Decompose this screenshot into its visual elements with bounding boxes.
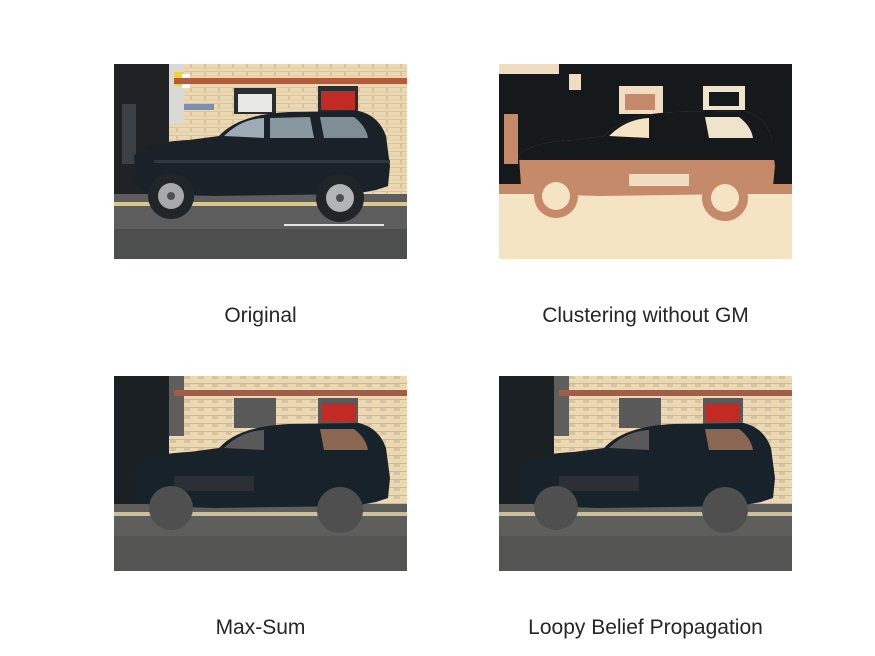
original-image: [114, 64, 407, 259]
loopy-bp-image: [499, 376, 792, 571]
clustering-caption: Clustering without GM: [542, 304, 749, 327]
loopy-bp-caption: Loopy Belief Propagation: [528, 616, 763, 639]
clustering-image: [499, 64, 792, 259]
max-sum-image: [114, 376, 407, 571]
original-caption: Original: [224, 304, 297, 327]
max-sum-caption: Max-Sum: [215, 616, 306, 639]
